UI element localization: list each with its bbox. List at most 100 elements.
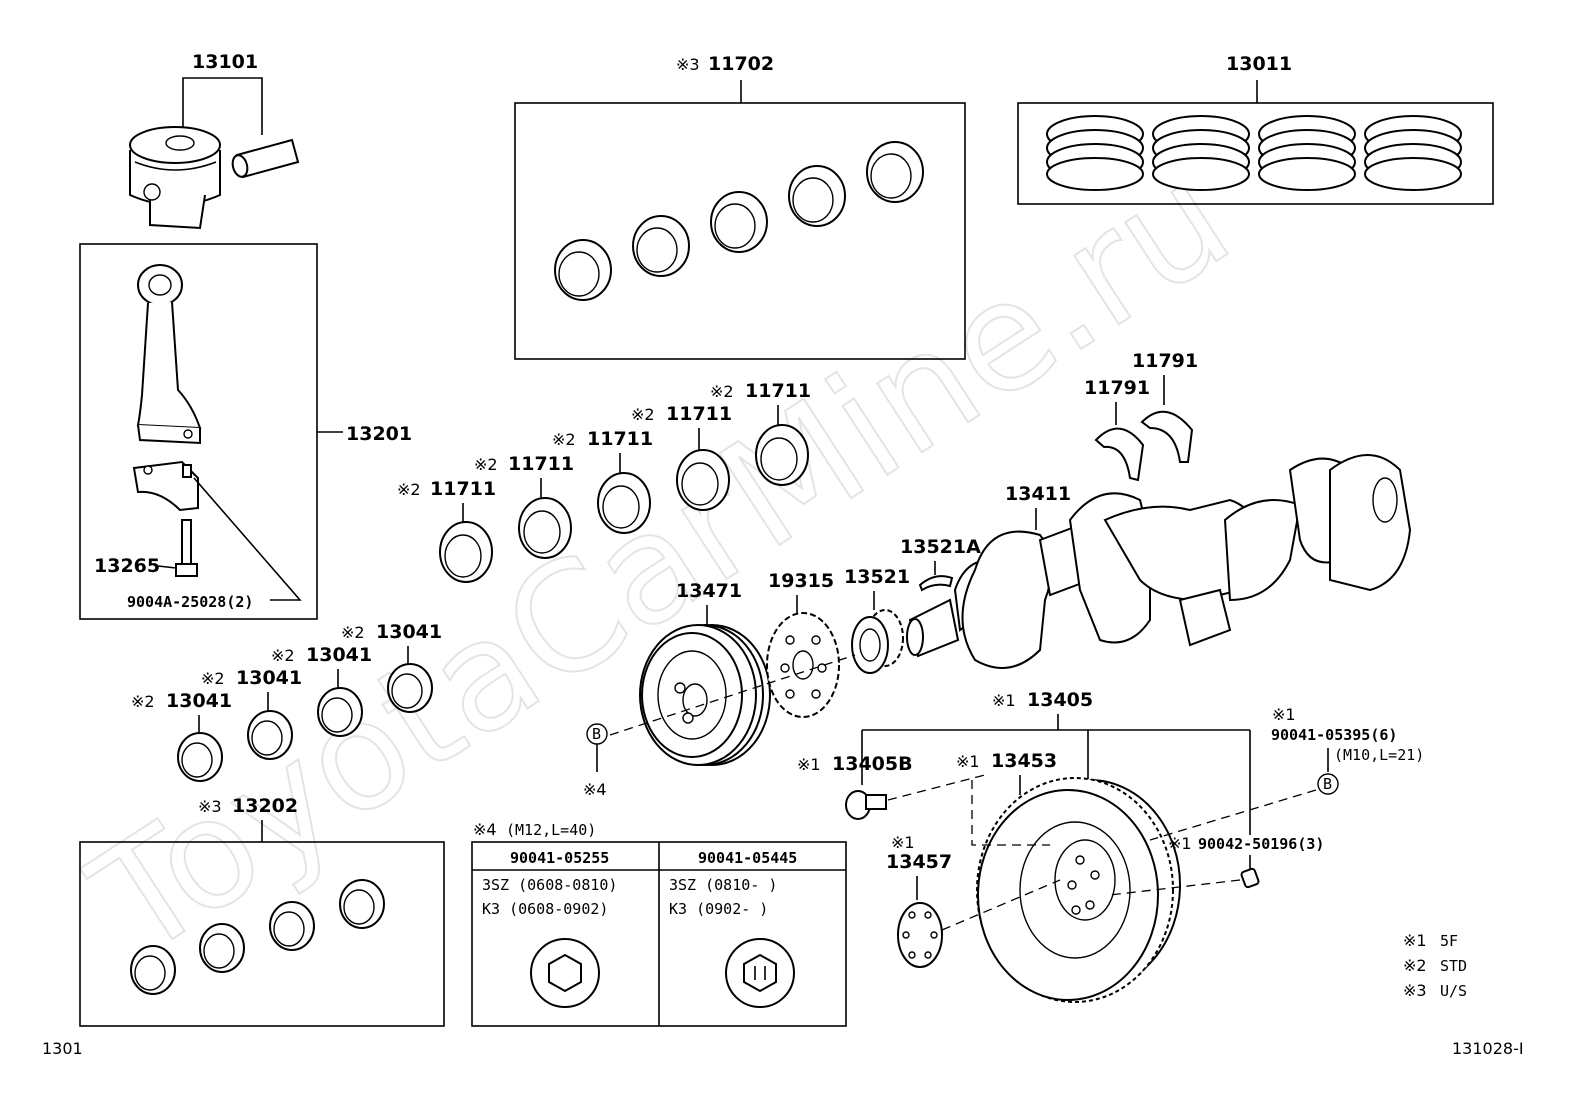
part-13011-label[interactable]: 13011: [1226, 53, 1292, 75]
bearing-shells-icon: [554, 141, 924, 301]
legend-text-3: U/S: [1440, 982, 1467, 1000]
mark-13041-d: ※2: [341, 623, 365, 642]
part-9004A-label[interactable]: 9004A-25028(2): [127, 593, 253, 611]
part-13201-label[interactable]: 13201: [346, 423, 412, 445]
rod-bearing-us-shells-icon: [130, 879, 385, 995]
key-icon: [918, 575, 954, 592]
piston-icon: [129, 126, 221, 230]
part-13101-label[interactable]: 13101: [192, 51, 258, 73]
figure-code: 131028-I: [1452, 1039, 1524, 1058]
legend: ※1 5F ※2 STD ※3 U/S: [1403, 931, 1467, 1000]
legend-mark-1: ※1: [1403, 931, 1427, 950]
pilot-pin-group[interactable]: ※1 90042-50196(3): [1109, 834, 1324, 896]
bolt-table-col2-line1: 3SZ (0810- ): [669, 876, 777, 894]
mark-13041-b: ※2: [201, 669, 225, 688]
part-13521-label[interactable]: 13521: [844, 566, 910, 588]
piston-rings-icon: [1046, 115, 1462, 191]
connecting-rod-icon: [136, 264, 202, 445]
bolt-icon: [845, 790, 887, 820]
thrust-washer-icon: [1094, 410, 1194, 482]
mark-11711-d: ※2: [631, 405, 655, 424]
pulley-group[interactable]: 13471: [639, 580, 771, 766]
mark-90041-05395: ※1: [1272, 705, 1296, 724]
part-13457-label[interactable]: 13457: [886, 851, 952, 873]
mark-13405B: ※1: [797, 755, 821, 774]
sensor-plate-group[interactable]: 19315: [766, 570, 840, 718]
part-11791-label-b[interactable]: 11791: [1084, 377, 1150, 399]
legend-text-1: 5F: [1440, 932, 1458, 950]
legend-mark-3: ※3: [1403, 981, 1427, 1000]
main-bearings-group[interactable]: ※2 11711 ※2 11711 ※2 11711 ※2 11711 ※2 1…: [397, 380, 811, 583]
mark-13041-a: ※2: [131, 692, 155, 711]
bolt-table-col1-line1: 3SZ (0608-0810): [482, 876, 617, 894]
flywheel-group[interactable]: ※1 13405: [861, 689, 1251, 1003]
mark-90042-50196: ※1: [1168, 834, 1192, 853]
part-13265-label[interactable]: 13265: [94, 555, 160, 577]
part-11711-label-c[interactable]: 11711: [587, 428, 653, 450]
bolt-table-part-1[interactable]: 90041-05255: [510, 849, 609, 867]
mark-11711-c: ※2: [552, 430, 576, 449]
part-11702-label[interactable]: 11702: [708, 53, 774, 75]
part-11711-label-d[interactable]: 11711: [666, 403, 732, 425]
rod-bearings-group[interactable]: ※2 13041 ※2 13041 ※2 13041 ※2 13041: [131, 621, 442, 782]
crank-gear-group[interactable]: 13521: [844, 566, 910, 674]
legend-text-2: STD: [1440, 957, 1467, 975]
crankshaft-group[interactable]: 13411: [906, 454, 1412, 669]
part-13405-label[interactable]: 13405: [1027, 689, 1093, 711]
part-90041-05395-label[interactable]: 90041-05395(6): [1271, 726, 1397, 744]
part-11711-label-b[interactable]: 11711: [508, 453, 574, 475]
part-11711-label-a[interactable]: 11711: [430, 478, 496, 500]
part-13453-label[interactable]: 13453: [991, 750, 1057, 772]
part-13521A-label[interactable]: 13521A: [900, 536, 981, 558]
ring-gear-group[interactable]: ※1 13453: [956, 750, 1057, 846]
flywheel-bolts-group[interactable]: ※1 90041-05395(6) (M10,L=21) B: [1149, 705, 1424, 841]
mark-11711-a: ※2: [397, 480, 421, 499]
rod-bearing-shells-icon: [177, 663, 433, 782]
part-11791-label-a[interactable]: 11791: [1132, 350, 1198, 372]
flywheel-bolt-group[interactable]: ※1 13405B: [797, 753, 986, 820]
part-13041-label-b[interactable]: 13041: [236, 667, 302, 689]
part-13405B-label[interactable]: 13405B: [832, 753, 913, 775]
part-90041-05395-spec: (M10,L=21): [1334, 746, 1424, 764]
plate-icon: [897, 902, 943, 968]
thrust-washers-group[interactable]: 11791 11791: [1084, 350, 1198, 482]
bearing-set-group[interactable]: ※3 11702: [514, 53, 966, 360]
pulley-icon: [639, 624, 771, 766]
mark-13041-c: ※2: [271, 646, 295, 665]
bolt-table-part-2[interactable]: 90041-05445: [698, 849, 797, 867]
bolt-head-plain-icon: [530, 938, 600, 1008]
crank-gear-icon: [851, 609, 904, 674]
mark-4-pulley: ※4: [583, 780, 607, 799]
plate-group[interactable]: ※1 13457: [886, 833, 1061, 968]
page-number: 1301: [42, 1039, 83, 1058]
part-11711-label-e[interactable]: 11711: [745, 380, 811, 402]
bolt-table: ※4 (M12,L=40) 90041-05255 90041-05445 3S…: [471, 820, 847, 1027]
mark-13405: ※1: [992, 691, 1016, 710]
mark-4-table: ※4: [473, 820, 497, 839]
rod-cap-icon: [132, 460, 199, 512]
callout-b-letter-right: B: [1323, 775, 1332, 793]
connecting-rod-group[interactable]: 13201 13265 9004A-25028(2): [79, 243, 412, 620]
mark-13453: ※1: [956, 752, 980, 771]
key-group[interactable]: 13521A: [900, 536, 981, 592]
legend-mark-2: ※2: [1403, 956, 1427, 975]
callout-b-right: B: [1317, 773, 1339, 795]
main-bearing-shells-icon: [439, 424, 809, 583]
bolt-table-col2-line2: K3 (0902- ): [669, 900, 768, 918]
part-90042-50196-label[interactable]: 90042-50196(3): [1198, 835, 1324, 853]
part-13202-label[interactable]: 13202: [232, 795, 298, 817]
piston-group[interactable]: 13101: [129, 51, 300, 230]
part-19315-label[interactable]: 19315: [768, 570, 834, 592]
pin-icon: [1240, 867, 1260, 889]
mark-11702: ※3: [676, 55, 700, 74]
crankshaft-icon: [906, 454, 1412, 669]
rod-bearings-us-group[interactable]: ※3 13202: [79, 795, 445, 1027]
part-13411-label[interactable]: 13411: [1005, 483, 1071, 505]
part-13041-label-a[interactable]: 13041: [166, 690, 232, 712]
bearing-set-box: [514, 102, 966, 360]
part-13041-label-d[interactable]: 13041: [376, 621, 442, 643]
ring-set-group[interactable]: 13011: [1017, 53, 1494, 205]
part-13041-label-c[interactable]: 13041: [306, 644, 372, 666]
part-13471-label[interactable]: 13471: [676, 580, 742, 602]
